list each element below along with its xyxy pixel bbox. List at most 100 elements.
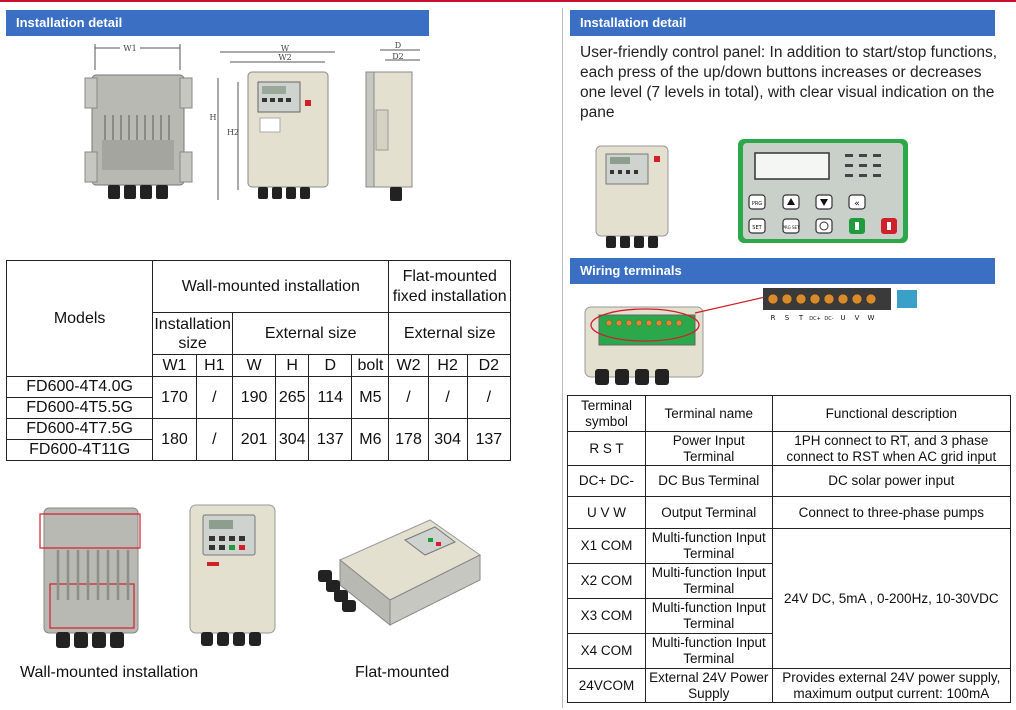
terminal-name: Multi-function Input Terminal: [644, 528, 773, 564]
terminal-label-u: U: [840, 314, 845, 322]
cell-d2: 137: [466, 418, 512, 461]
key-set-label: SET: [752, 225, 762, 231]
terminal-name: Output Terminal: [644, 496, 773, 529]
terminal-symbol: X2 COM: [567, 563, 646, 599]
keypad-closeup: PRG SET PRG SET «: [738, 139, 908, 243]
external-size-flat-header: External size: [388, 312, 511, 355]
dim-w: W: [281, 44, 290, 53]
front-device-photo: [189, 504, 276, 646]
wiring-terminal-diagram: R S T DC+ DC- U V W: [584, 288, 917, 385]
terminal-symbol: X1 COM: [567, 528, 646, 564]
left-section-header: Installation detail: [6, 10, 429, 36]
dim-h: H: [210, 113, 217, 122]
terminal-description: 1PH connect to RT, and 3 phase connect t…: [771, 431, 1012, 466]
terminal-name: External 24V Power Supply: [644, 668, 773, 703]
terminal-name: Multi-function Input Terminal: [644, 598, 773, 634]
cell-d: 137: [308, 418, 353, 461]
dimension-drawing: W1 W W2 H H2: [84, 41, 420, 201]
terminal-symbol: 24VCOM: [567, 668, 646, 703]
terminal-label-v: V: [855, 314, 860, 322]
terminal-symbol: X4 COM: [567, 633, 646, 669]
cell-w1: 170: [152, 376, 197, 419]
cell-h1: /: [195, 376, 233, 419]
cell-h1: /: [195, 418, 233, 461]
col-w2: W2: [388, 354, 429, 377]
models-header: Models: [5, 260, 154, 377]
cell-bolt: M6: [351, 418, 390, 461]
terminal-name: Multi-function Input Terminal: [644, 633, 773, 669]
cell-w2: /: [388, 376, 429, 419]
cell-w: 201: [231, 418, 277, 461]
col-bolt: bolt: [351, 354, 390, 377]
wall-group-header: Wall-mounted installation: [152, 260, 390, 313]
col-w: W: [231, 354, 277, 377]
terminal-label-r: R: [771, 314, 776, 322]
panel-divider: [562, 8, 563, 708]
cell-h2: /: [427, 376, 468, 419]
spec-table: Models Wall-mounted installation Flat-mo…: [5, 260, 512, 461]
control-panel-description: User-friendly control panel: In addition…: [580, 44, 997, 121]
cell-d2: /: [466, 376, 512, 419]
dim-w1: W1: [123, 44, 136, 53]
col-h2: H2: [427, 354, 468, 377]
terminal-symbol: R S T: [567, 431, 646, 466]
installation-size-header: Installation size: [152, 312, 233, 355]
back-view-drawing: W1: [84, 41, 193, 199]
key-prg-label: PRG: [752, 201, 762, 207]
terminal-label-s: S: [785, 314, 790, 322]
terminal-label-t: T: [798, 314, 804, 322]
side-view-drawing: D D2: [365, 41, 420, 201]
flat-group-header: Flat-mounted fixed installation: [388, 260, 511, 313]
header-terminal-name: Terminal name: [644, 395, 773, 432]
cell-h: 265: [275, 376, 310, 419]
dim-h2: H2: [227, 128, 239, 137]
dim-d2: D2: [392, 52, 404, 61]
terminal-label-w: W: [868, 314, 875, 322]
terminal-description: Provides external 24V power supply, maxi…: [771, 668, 1012, 703]
cell-bolt: M5: [351, 376, 390, 419]
model-name: FD600-4T4.0G: [5, 376, 154, 398]
terminal-symbol: DC+ DC-: [567, 465, 646, 497]
col-h1: H1: [195, 354, 233, 377]
wall-mounted-photo: [39, 507, 141, 648]
terminal-table: Terminal symbol Terminal name Functional…: [567, 395, 1012, 703]
key-prg-set-label: PRG SET: [782, 225, 800, 230]
terminal-description: Connect to three-phase pumps: [771, 496, 1012, 529]
col-d: D: [308, 354, 353, 377]
svg-text:«: «: [854, 199, 860, 209]
right-section-header: Installation detail: [570, 10, 995, 36]
top-accent-line: [0, 0, 1016, 2]
terminal-label-dc-minus: DC-: [824, 316, 833, 322]
front-view-drawing: W W2 H H2: [210, 44, 335, 200]
header-functional-description: Functional description: [771, 395, 1012, 432]
model-name: FD600-4T7.5G: [5, 418, 154, 440]
cell-w2: 178: [388, 418, 429, 461]
dim-d: D: [395, 41, 401, 50]
dim-w2: W2: [278, 53, 291, 62]
flat-mounted-photo: [318, 519, 481, 627]
terminal-symbol: U V W: [567, 496, 646, 529]
header-terminal-symbol: Terminal symbol: [567, 395, 646, 432]
model-name: FD600-4T11G: [5, 439, 154, 461]
terminal-description: DC solar power input: [771, 465, 1012, 497]
caption-wall-mounted: Wall-mounted installation: [20, 664, 199, 681]
external-size-header: External size: [231, 312, 390, 355]
cell-d: 114: [308, 376, 353, 419]
cell-w1: 180: [152, 418, 197, 461]
terminal-name: Power Input Terminal: [644, 431, 773, 466]
cell-h: 304: [275, 418, 310, 461]
model-name: FD600-4T5.5G: [5, 397, 154, 419]
col-w1: W1: [152, 354, 197, 377]
cell-h2: 304: [427, 418, 468, 461]
col-h: H: [275, 354, 310, 377]
wiring-section-header: Wiring terminals: [570, 258, 995, 284]
cell-w: 190: [231, 376, 277, 419]
terminal-name: DC Bus Terminal: [644, 465, 773, 497]
terminal-symbol: X3 COM: [567, 598, 646, 634]
col-d2: D2: [466, 354, 512, 377]
terminal-name: Multi-function Input Terminal: [644, 563, 773, 599]
caption-flat-mounted: Flat-mounted: [355, 664, 450, 681]
x-terminals-description: 24V DC, 5mA , 0-200Hz, 10-30VDC: [771, 528, 1012, 669]
device-small-photo: [595, 145, 669, 248]
terminal-label-dc-plus: DC+: [809, 316, 821, 322]
